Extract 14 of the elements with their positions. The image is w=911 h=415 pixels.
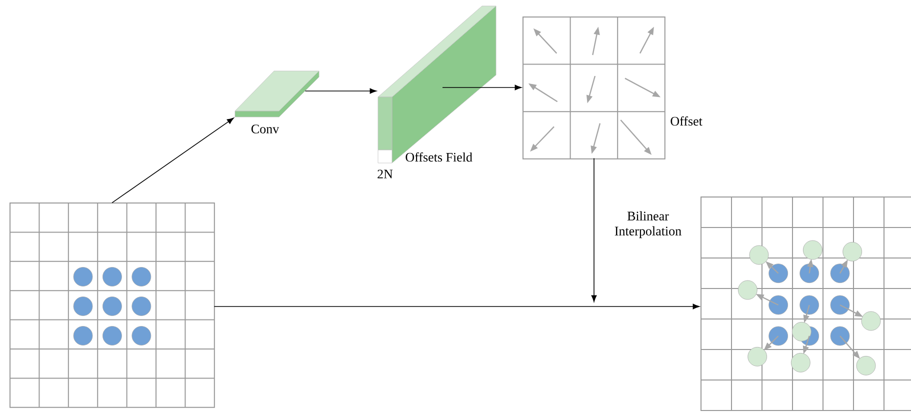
- edge-label: Bilinear Interpolation: [614, 211, 682, 238]
- offset-grid-drawing: Offset: [522, 16, 702, 160]
- conv-block: Conv: [234, 70, 320, 134]
- arrow: [112, 118, 234, 204]
- arrow: [442, 84, 522, 90]
- node-label: Conv: [251, 124, 280, 134]
- arrow: [591, 158, 597, 302]
- arrow: [214, 304, 700, 310]
- output-grid-drawing: [700, 196, 911, 411]
- input-grid-drawing: [10, 202, 215, 408]
- node-label: Offset: [670, 116, 702, 126]
- arrow: [304, 88, 377, 94]
- node-label: 2N: [378, 170, 393, 178]
- offsets-field-block: Offsets Field 2N: [378, 6, 496, 178]
